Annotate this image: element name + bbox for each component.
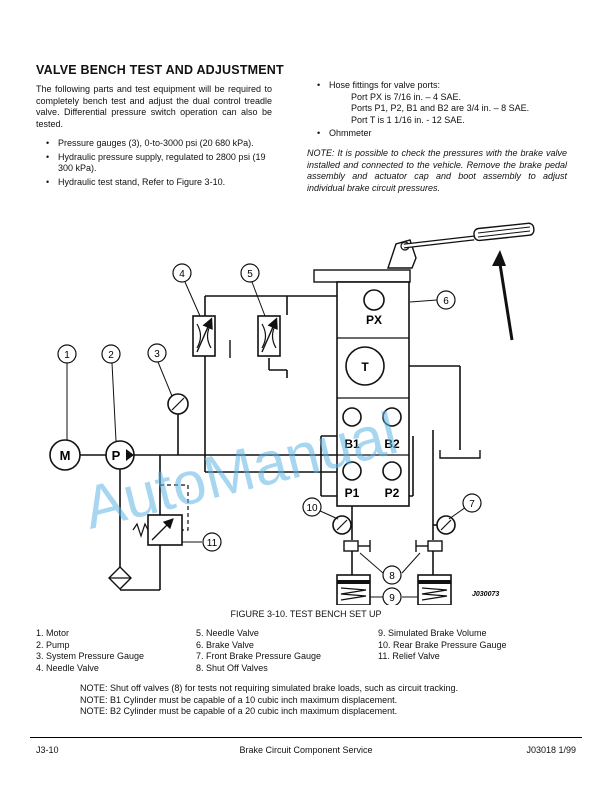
legend-column-3: 9. Simulated Brake Volume 10. Rear Brake… xyxy=(378,628,507,663)
italic-note: NOTE: It is possible to check the pressu… xyxy=(307,148,567,193)
legend-item: 11. Relief Valve xyxy=(378,651,440,662)
figure-caption: FIGURE 3-10. TEST BENCH SET UP xyxy=(230,609,382,619)
footer-page-number: J3-10 xyxy=(36,745,59,755)
list-item: Ohmmeter xyxy=(317,128,567,140)
callout-8: 8 xyxy=(389,571,395,582)
legend-item: 1. Motor xyxy=(36,628,70,638)
legend-item: 9. Simulated Brake Volume xyxy=(378,628,487,638)
hose-intro: Hose fittings for valve ports: xyxy=(329,80,441,90)
port-p2-label: P2 xyxy=(385,486,400,500)
port-t-spec: Port T is 1 1/16 in. - 12 SAE. xyxy=(351,114,465,125)
legend-column-1: 1. Motor 2. Pump 3. System Pressure Gaug… xyxy=(36,628,144,674)
list-item: Hydraulic test stand, Refer to Figure 3-… xyxy=(46,177,274,189)
legend-column-2: 5. Needle Valve 6. Brake Valve 7. Front … xyxy=(196,628,321,674)
watermark: AutoManual xyxy=(77,399,404,541)
legend-item: 7. Front Brake Pressure Gauge xyxy=(196,651,322,662)
callout-11: 11 xyxy=(207,538,218,549)
legend-item: 2. Pump xyxy=(36,639,70,650)
port-p1-label: P1 xyxy=(345,486,360,500)
footer-doc-code: J03018 1/99 xyxy=(526,745,576,755)
port-px-label: PX xyxy=(366,313,382,327)
hose-list: Hose fittings for valve ports: Port PX i… xyxy=(317,80,567,142)
legend-item: 6. Brake Valve xyxy=(196,639,254,650)
test-bench-diagram: M P PX T B1 B2 P1 P2 xyxy=(49,222,535,605)
callout-2: 2 xyxy=(108,350,114,361)
note-line: NOTE: B1 Cylinder must be capable of a 1… xyxy=(80,694,398,705)
legend-item: 5. Needle Valve xyxy=(196,628,259,638)
callout-1: 1 xyxy=(64,350,70,361)
port-b2-label: B2 xyxy=(384,437,400,451)
callout-6: 6 xyxy=(443,296,449,307)
callout-4: 4 xyxy=(179,269,185,280)
list-item: Hose fittings for valve ports: Port PX i… xyxy=(317,80,567,126)
legend-item: 10. Rear Brake Pressure Gauge xyxy=(378,639,507,650)
note-line: NOTE: B2 Cylinder must be capable of a 2… xyxy=(80,706,398,717)
equipment-list: Pressure gauges (3), 0-to-3000 psi (20 6… xyxy=(46,138,274,190)
legend-item: 3. System Pressure Gauge xyxy=(36,651,145,662)
callout-3: 3 xyxy=(154,349,160,360)
port-b1-label: B1 xyxy=(344,437,360,451)
legend-item: 4. Needle Valve xyxy=(36,662,99,673)
list-item: Hydraulic pressure supply, regulated to … xyxy=(46,152,274,175)
footer-section-title: Brake Circuit Component Service xyxy=(239,745,373,755)
intro-paragraph: The following parts and test equipment w… xyxy=(36,84,272,129)
port-p-spec: Ports P1, P2, B1 and B2 are 3/4 in. – 8 … xyxy=(351,103,530,113)
callout-5: 5 xyxy=(247,269,253,280)
legend-item: 8. Shut Off Valves xyxy=(196,662,268,673)
motor-symbol: M xyxy=(60,448,71,463)
port-px-spec: Port PX is 7/16 in. – 4 SAE. xyxy=(351,91,462,102)
callout-7: 7 xyxy=(469,499,475,510)
notes-block: NOTE: Shut off valves (8) for tests not … xyxy=(80,683,458,718)
callout-9: 9 xyxy=(389,593,395,604)
note-line: NOTE: Shut off valves (8) for tests not … xyxy=(80,683,458,693)
callout-10: 10 xyxy=(306,503,318,514)
footer-divider xyxy=(30,737,582,738)
list-item: Pressure gauges (3), 0-to-3000 psi (20 6… xyxy=(46,138,274,150)
figure-id: J030073 xyxy=(472,591,499,598)
port-t-label: T xyxy=(361,360,369,374)
section-heading: VALVE BENCH TEST AND ADJUSTMENT xyxy=(36,63,284,77)
pump-symbol: P xyxy=(112,448,121,463)
